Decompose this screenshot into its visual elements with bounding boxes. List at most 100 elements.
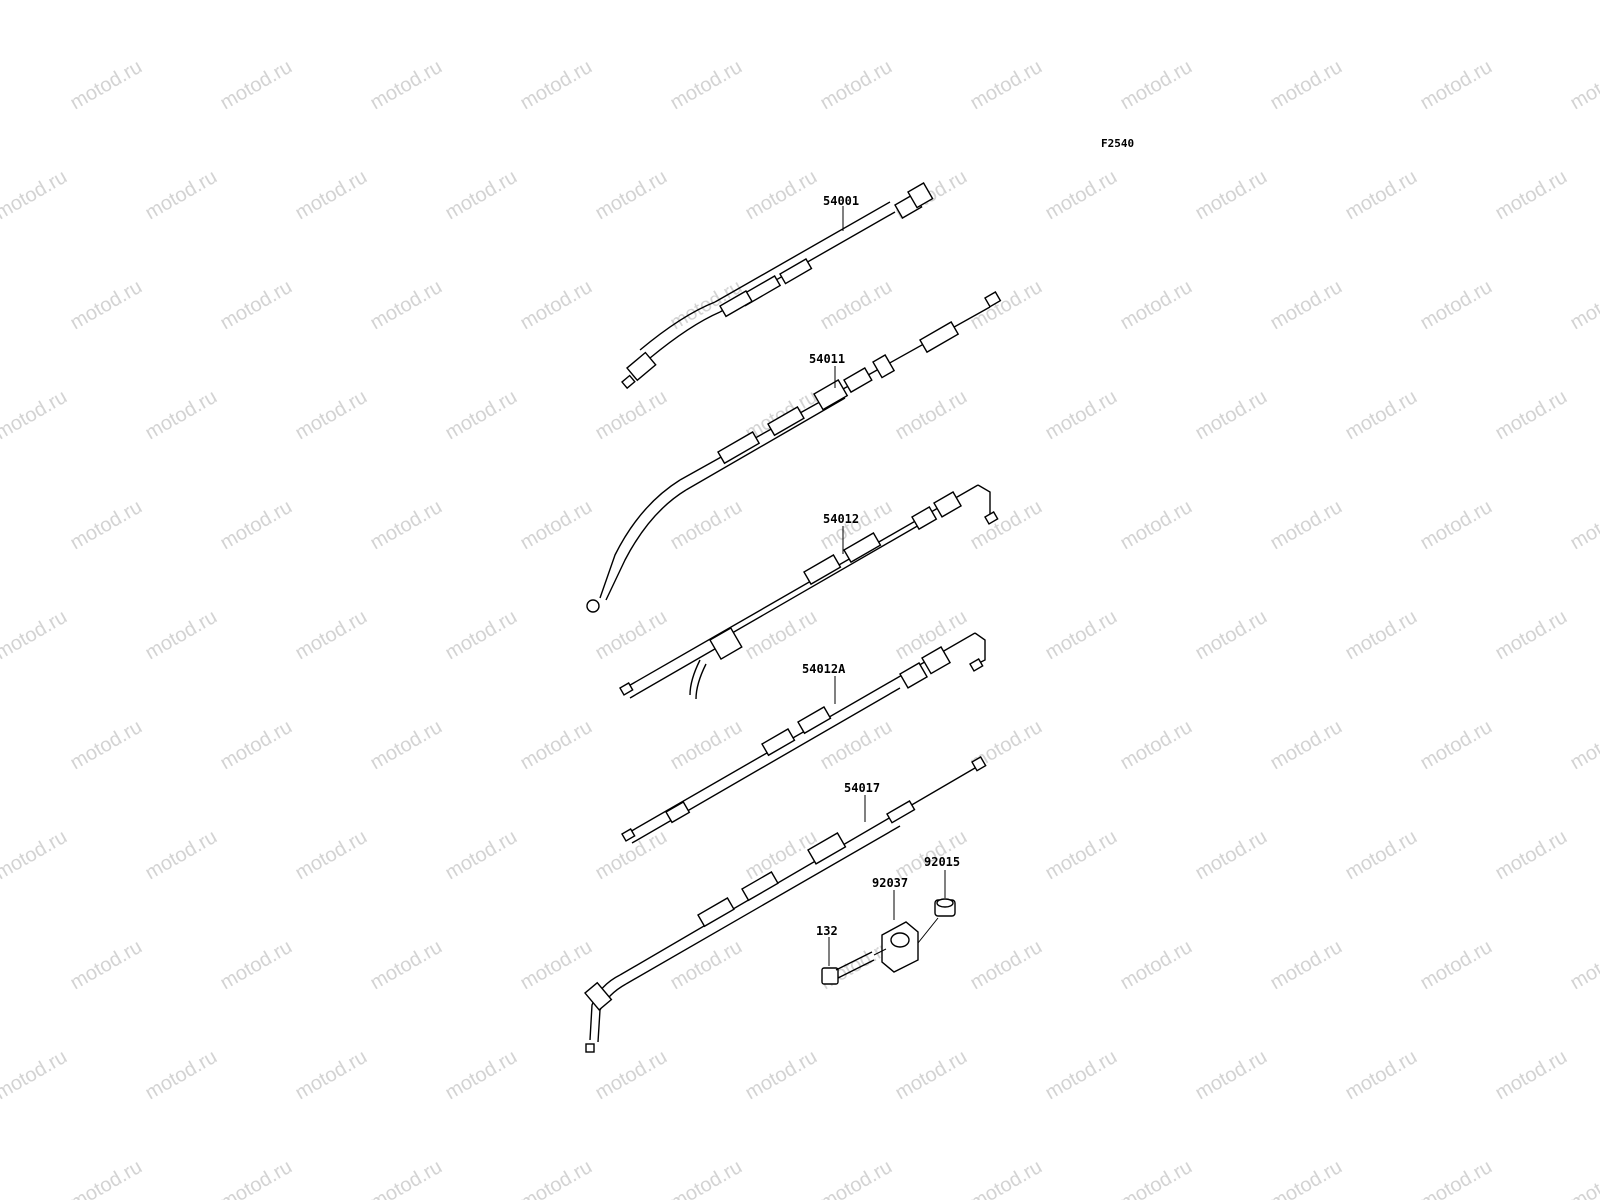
watermark-text: motod.ru <box>967 936 1046 995</box>
watermark-text: motod.ru <box>1042 606 1121 665</box>
watermark-text: motod.ru <box>742 0 821 4</box>
cable-54011[interactable] <box>586 291 1002 613</box>
bolt-132[interactable] <box>821 948 887 985</box>
watermark-text: motod.ru <box>892 0 971 4</box>
watermark-text: motod.ru <box>1342 166 1421 225</box>
cable-54017[interactable] <box>584 756 987 1053</box>
watermark-text: motod.ru <box>1567 56 1600 115</box>
watermark-text: motod.ru <box>292 0 371 4</box>
watermark-text: motod.ru <box>1417 936 1496 995</box>
watermark-text: motod.ru <box>517 276 596 335</box>
cable-54001[interactable] <box>621 182 934 390</box>
watermark-text: motod.ru <box>67 56 146 115</box>
watermark-text: motod.ru <box>67 1156 146 1200</box>
watermark-text: motod.ru <box>67 716 146 775</box>
watermark-text: motod.ru <box>67 496 146 555</box>
watermark-text: motod.ru <box>967 56 1046 115</box>
label-54017: 54017 <box>844 781 880 795</box>
figure-code: F2540 <box>1101 137 1134 150</box>
watermark-text: motod.ru <box>292 606 371 665</box>
watermark-text: motod.ru <box>667 1156 746 1200</box>
watermark-text: motod.ru <box>67 936 146 995</box>
watermark-text: motod.ru <box>1567 496 1600 555</box>
watermark-text: motod.ru <box>667 716 746 775</box>
watermark-text: motod.ru <box>667 496 746 555</box>
watermark-text: motod.ru <box>817 56 896 115</box>
watermark-text: motod.ru <box>1567 276 1600 335</box>
watermark-text: motod.ru <box>442 826 521 885</box>
watermark-text: motod.ru <box>892 386 971 445</box>
watermark-text: motod.ru <box>817 276 896 335</box>
watermark-text: motod.ru <box>1117 276 1196 335</box>
watermark-text: motod.ru <box>217 936 296 995</box>
watermark-text: motod.ru <box>0 386 71 445</box>
watermark-text: motod.ru <box>142 166 221 225</box>
watermark-text: motod.ru <box>1042 166 1121 225</box>
watermark-text: motod.ru <box>367 936 446 995</box>
watermark-text: motod.ru <box>592 166 671 225</box>
cable-54012A[interactable] <box>621 632 986 844</box>
watermark-text: motod.ru <box>1267 56 1346 115</box>
watermark-text: motod.ru <box>517 56 596 115</box>
label-54011: 54011 <box>809 352 845 366</box>
watermark-text: motod.ru <box>1267 496 1346 555</box>
watermark-text: motod.ru <box>0 166 71 225</box>
label-54012A: 54012A <box>802 662 846 676</box>
label-54012: 54012 <box>823 512 859 526</box>
watermark-text: motod.ru <box>667 936 746 995</box>
watermark-text: motod.ru <box>292 1046 371 1105</box>
watermark-text: motod.ru <box>1267 276 1346 335</box>
watermark-text: motod.ru <box>367 716 446 775</box>
watermark-text: motod.ru <box>217 716 296 775</box>
watermark-text: motod.ru <box>592 606 671 665</box>
watermark-text: motod.ru <box>1492 0 1571 4</box>
watermark-text: motod.ru <box>1192 166 1271 225</box>
watermark-text: motod.ru <box>742 1046 821 1105</box>
watermark-text: motod.ru <box>967 496 1046 555</box>
watermark-text: motod.ru <box>1267 1156 1346 1200</box>
watermark-text: motod.ru <box>442 0 521 4</box>
watermark-text: motod.ru <box>442 1046 521 1105</box>
cable-54012[interactable] <box>619 484 999 700</box>
watermark-text: motod.ru <box>1417 716 1496 775</box>
watermark-text: motod.ru <box>1417 496 1496 555</box>
watermark-text: motod.ru <box>967 276 1046 335</box>
watermark-text: motod.ru <box>1342 0 1421 4</box>
watermark-text: motod.ru <box>592 1046 671 1105</box>
watermark-text: motod.ru <box>1342 606 1421 665</box>
watermark-text: motod.ru <box>1117 936 1196 995</box>
watermark-text: motod.ru <box>367 1156 446 1200</box>
watermark-text: motod.ru <box>1192 1046 1271 1105</box>
watermark-text: motod.ru <box>1267 936 1346 995</box>
watermark-text: motod.ru <box>517 936 596 995</box>
watermark-text: motod.ru <box>742 166 821 225</box>
watermark-text: motod.ru <box>667 56 746 115</box>
watermark-text: motod.ru <box>142 386 221 445</box>
watermark-text: motod.ru <box>1117 716 1196 775</box>
watermark-text: motod.ru <box>817 716 896 775</box>
watermark-text: motod.ru <box>1267 716 1346 775</box>
watermark-text: motod.ru <box>142 1046 221 1105</box>
watermark-text: motod.ru <box>442 386 521 445</box>
watermark-text: motod.ru <box>1417 276 1496 335</box>
watermark-text: motod.ru <box>1117 496 1196 555</box>
watermark-text: motod.ru <box>367 276 446 335</box>
nut-92015[interactable] <box>934 898 956 917</box>
watermark-text: motod.ru <box>517 496 596 555</box>
watermark-text: motod.ru <box>517 716 596 775</box>
watermark-text: motod.ru <box>1567 936 1600 995</box>
watermark-text: motod.ru <box>0 826 71 885</box>
watermark-text: motod.ru <box>217 496 296 555</box>
watermark-text: motod.ru <box>1192 0 1271 4</box>
watermark-text: motod.ru <box>292 386 371 445</box>
watermark-text: motod.ru <box>1492 386 1571 445</box>
watermark-text: motod.ru <box>1192 826 1271 885</box>
watermark-text: motod.ru <box>217 56 296 115</box>
watermark-text: motod.ru <box>1492 1046 1571 1105</box>
clamp-92037[interactable] <box>881 921 919 973</box>
watermark-text: motod.ru <box>967 1156 1046 1200</box>
watermark-text: motod.ru <box>0 0 71 4</box>
watermark-text: motod.ru <box>592 0 671 4</box>
